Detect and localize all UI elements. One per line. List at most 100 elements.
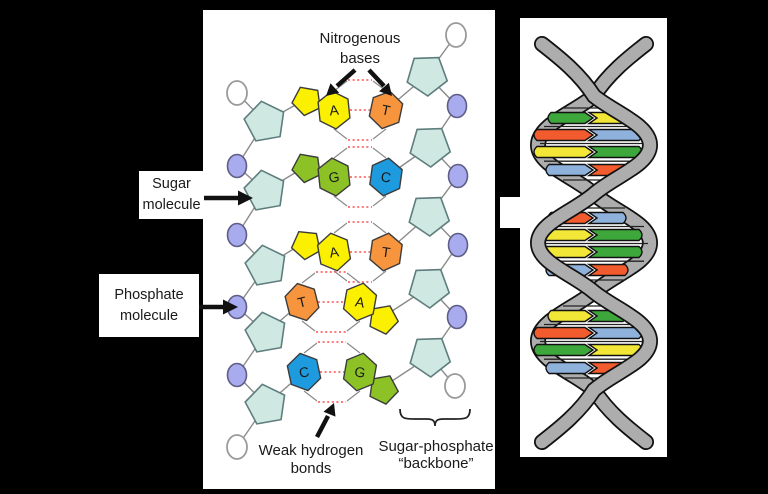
- base-C: C: [369, 157, 403, 197]
- backbone-brace-icon: [399, 408, 471, 427]
- base-A: A: [290, 230, 352, 272]
- base-letter: A: [328, 243, 341, 260]
- sugar-molecule-label: Sugar molecule: [139, 171, 204, 219]
- sugar-pentagon: [243, 100, 285, 142]
- bond-stub: [333, 195, 348, 207]
- base-hexagon: [316, 232, 352, 272]
- base-A: A: [342, 282, 400, 335]
- phosphate-label-line2: molecule: [119, 307, 179, 324]
- backbone-label-line1: Sugar-phosphate: [378, 438, 493, 455]
- sugar-pentagon: [409, 127, 452, 168]
- base-G: G: [342, 352, 400, 405]
- helix-bar-green: [586, 245, 643, 259]
- helix-bar-section: [533, 111, 643, 177]
- helix-bar-red: [533, 128, 595, 142]
- phosphate-circle: [447, 163, 469, 189]
- helix-bar-green: [533, 343, 595, 357]
- helix-bar-blue: [545, 361, 595, 375]
- helix-bar-green: [586, 145, 643, 159]
- base-hexagon: [284, 282, 320, 322]
- phosphate-molecule-label: Phosphate molecule: [99, 274, 199, 337]
- phosphate-circle: [447, 232, 469, 258]
- purine-pentagon: [369, 305, 400, 335]
- base-G: G: [291, 153, 351, 197]
- base-hexagon: [369, 157, 403, 197]
- weak-hydrogen-bonds-label-line1: Weak hydrogen: [259, 442, 364, 459]
- phosphate-circle: [226, 222, 248, 248]
- base-hexagon: [342, 352, 378, 392]
- base-hexagon: [342, 282, 378, 322]
- helix-bar-blue: [545, 163, 595, 177]
- bond-stub: [303, 342, 318, 354]
- phosphate-circle: [226, 362, 248, 388]
- bond-stub: [346, 320, 361, 332]
- sugar-pentagon: [406, 56, 449, 97]
- phosphate-circle: [446, 304, 468, 330]
- bond-stub: [333, 222, 348, 234]
- helix-bar-blue: [586, 211, 627, 225]
- sugar-pentagon: [243, 169, 285, 211]
- base-T: T: [284, 282, 320, 322]
- base-letter: T: [380, 101, 392, 119]
- sugar-phosphate-units: [226, 22, 469, 460]
- sugar-pentagon: [244, 244, 286, 286]
- sugar-pentagon: [408, 196, 451, 237]
- base-letter: T: [381, 243, 392, 260]
- bond-stub: [333, 128, 348, 140]
- base-hexagon: [317, 157, 351, 197]
- terminal-circle: [226, 80, 248, 106]
- helix-bar-blue: [586, 326, 643, 340]
- base-hexagon: [317, 90, 351, 130]
- bond-stub: [301, 320, 316, 332]
- nitrogenous-bases-label-line1: Nitrogenous: [320, 30, 401, 47]
- base-A: A: [291, 86, 351, 130]
- bond-stub: [372, 128, 387, 140]
- helix-bar-yellow: [547, 309, 595, 323]
- base-letter: A: [354, 293, 367, 310]
- backbone-label-line2: “backbone”: [398, 455, 473, 472]
- purine-pentagon: [290, 230, 321, 261]
- helix-front-strand: [531, 37, 657, 449]
- sugar-pentagon: [409, 337, 452, 378]
- bond-stub: [372, 270, 387, 282]
- base-T: T: [369, 232, 403, 272]
- weak-hydrogen-bonds-label-line2: bonds: [291, 460, 332, 477]
- bond-stub: [372, 147, 387, 159]
- helix-bar-red: [533, 326, 595, 340]
- bond-stub: [301, 272, 316, 284]
- helix-bar-red: [586, 263, 629, 277]
- helix-bar-green: [547, 111, 595, 125]
- sugar-label-line1: Sugar: [152, 176, 191, 192]
- base-letter: G: [353, 363, 367, 381]
- base-T: T: [368, 90, 404, 130]
- nitrogenous-right-arrow-icon: [367, 68, 392, 96]
- purine-pentagon: [291, 86, 321, 117]
- purine-pentagon: [291, 153, 321, 184]
- weak-bonds-arrow-icon: [315, 403, 336, 439]
- bond-stub: [303, 390, 318, 402]
- sugar-label-line2: molecule: [142, 197, 201, 213]
- helix-bar-yellow: [533, 145, 595, 159]
- bond-stub: [333, 147, 348, 159]
- bond-stub: [372, 222, 387, 234]
- bond-stub: [346, 390, 361, 402]
- nitrogenous-left-arrow-icon: [326, 68, 357, 96]
- phosphate-circle: [226, 153, 248, 179]
- connector-tab: [500, 197, 520, 228]
- phosphate-circle: [446, 93, 468, 119]
- base-hexagon: [368, 90, 404, 130]
- base-letter: A: [329, 101, 341, 118]
- base-letter: C: [380, 168, 392, 185]
- phosphate-label-line1: Phosphate: [114, 286, 184, 303]
- helix-panel: [520, 18, 667, 457]
- terminal-circle: [226, 434, 248, 460]
- base-letter: G: [328, 168, 341, 185]
- bond-stub: [372, 195, 387, 207]
- base-hexagon: [369, 232, 403, 272]
- helix-bar-green: [586, 228, 643, 242]
- purine-pentagon: [369, 375, 400, 405]
